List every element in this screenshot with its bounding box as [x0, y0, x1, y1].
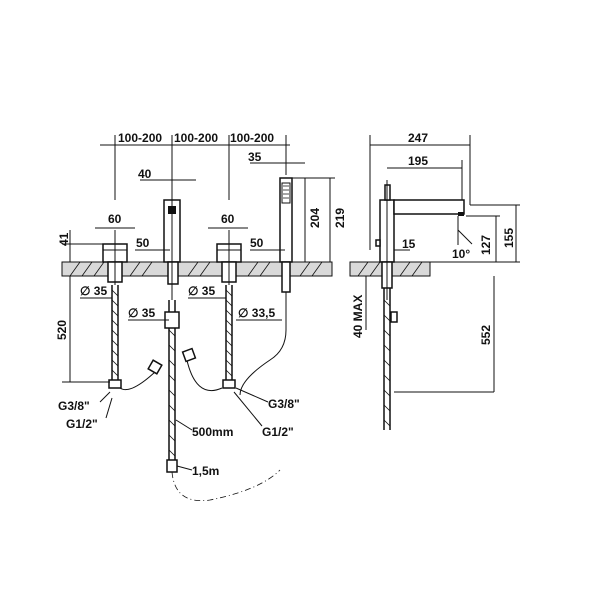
length-520-label: 520: [55, 320, 69, 340]
height-204-label: 204: [308, 208, 322, 228]
hose-500-label: 500mm: [192, 425, 233, 439]
thread-g38-right-label: G3/8": [268, 397, 300, 411]
hand-shower: [279, 177, 293, 293]
deck-hatching: [69, 261, 323, 277]
side-15-label: 15: [402, 237, 416, 251]
diameter-33-5-label: ∅ 33,5: [238, 306, 275, 320]
spacing-label-2: 100-200: [174, 131, 218, 145]
thread-g12-right-label: G1/2": [262, 425, 294, 439]
side-127-label: 127: [479, 235, 493, 255]
thread-g12-left-label: G1/2": [66, 417, 98, 431]
side-dimension-lines: [362, 135, 520, 393]
side-552-label: 552: [479, 325, 493, 345]
side-hose: [383, 288, 398, 430]
side-247-label: 247: [408, 131, 428, 145]
side-10deg-label: 10°: [452, 247, 470, 261]
offset-50-label-a: 50: [136, 236, 150, 250]
front-dimension-lines: [62, 135, 335, 471]
spout-width-label: 40: [138, 167, 152, 181]
supply-hoses: [108, 285, 287, 502]
offset-50-label-b: 50: [250, 236, 264, 250]
side-view: 247 195 15 127 155 10° 40 MAX 552: [349, 131, 520, 430]
side-155-label: 155: [502, 228, 516, 248]
diameter-35-label-b: ∅ 35: [188, 284, 215, 298]
height-219-label: 219: [333, 208, 347, 228]
thread-g38-left-label: G3/8": [58, 399, 90, 413]
right-valve-width-label: 60: [221, 212, 235, 226]
side-40max-label: 40 MAX: [351, 295, 365, 338]
diameter-35-label-c: ∅ 35: [128, 306, 155, 320]
height-41-label: 41: [57, 232, 71, 246]
spacing-label-1: 100-200: [118, 131, 162, 145]
side-195-label: 195: [408, 154, 428, 168]
shower-width-label: 35: [248, 150, 262, 164]
right-valve: [216, 230, 242, 285]
diameter-35-label-a: ∅ 35: [80, 284, 107, 298]
spacing-label-3: 100-200: [230, 131, 274, 145]
hose-1-5-label: 1,5m: [192, 464, 219, 478]
left-valve: [102, 230, 128, 285]
left-valve-width-label: 60: [108, 212, 122, 226]
side-faucet-body: [375, 180, 465, 300]
front-view: 100-200 100-200 100-200 40 35 60 60 41 5…: [55, 131, 347, 502]
front-deck: [61, 261, 333, 277]
